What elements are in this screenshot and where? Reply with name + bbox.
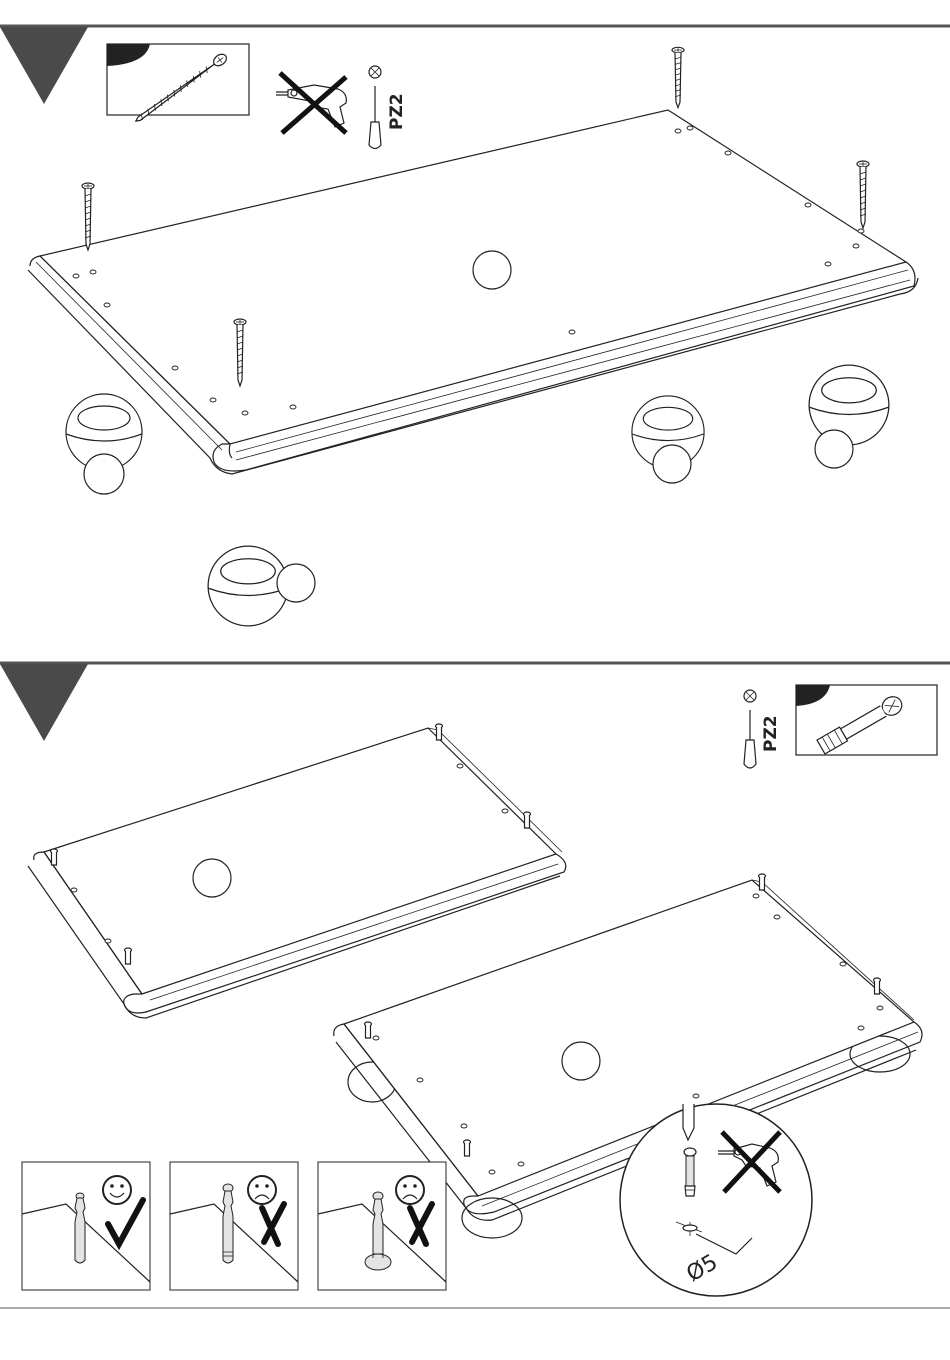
smiley-face-icon — [103, 1176, 131, 1204]
tool-label-pz2: PZ2 — [387, 93, 407, 130]
phillips-screwdriver-icon — [744, 690, 756, 768]
crossed-out-power-drill-icon — [276, 73, 346, 133]
example-correct — [22, 1162, 150, 1290]
detail-magnifier-circle: Ø5 — [620, 1104, 812, 1296]
screw — [857, 161, 869, 228]
frowning-face-icon — [248, 1176, 276, 1204]
bun-foot — [632, 396, 704, 483]
tool-label-pz2: PZ2 — [761, 715, 781, 752]
screw — [82, 183, 94, 250]
bun-foot — [809, 365, 889, 468]
example-wrong — [170, 1162, 298, 1290]
example-wrong — [318, 1162, 446, 1290]
bun-foot — [66, 394, 142, 494]
step2-marker — [0, 664, 88, 741]
phillips-screwdriver-icon — [369, 66, 381, 149]
step2-part-box — [796, 685, 937, 755]
screw — [672, 47, 684, 107]
step1-tabletop-panel — [28, 110, 918, 474]
step1-part-box — [107, 44, 249, 125]
step1-marker — [0, 27, 88, 104]
bun-foot — [208, 546, 315, 626]
center-hole — [473, 251, 511, 289]
frowning-face-icon — [396, 1176, 424, 1204]
